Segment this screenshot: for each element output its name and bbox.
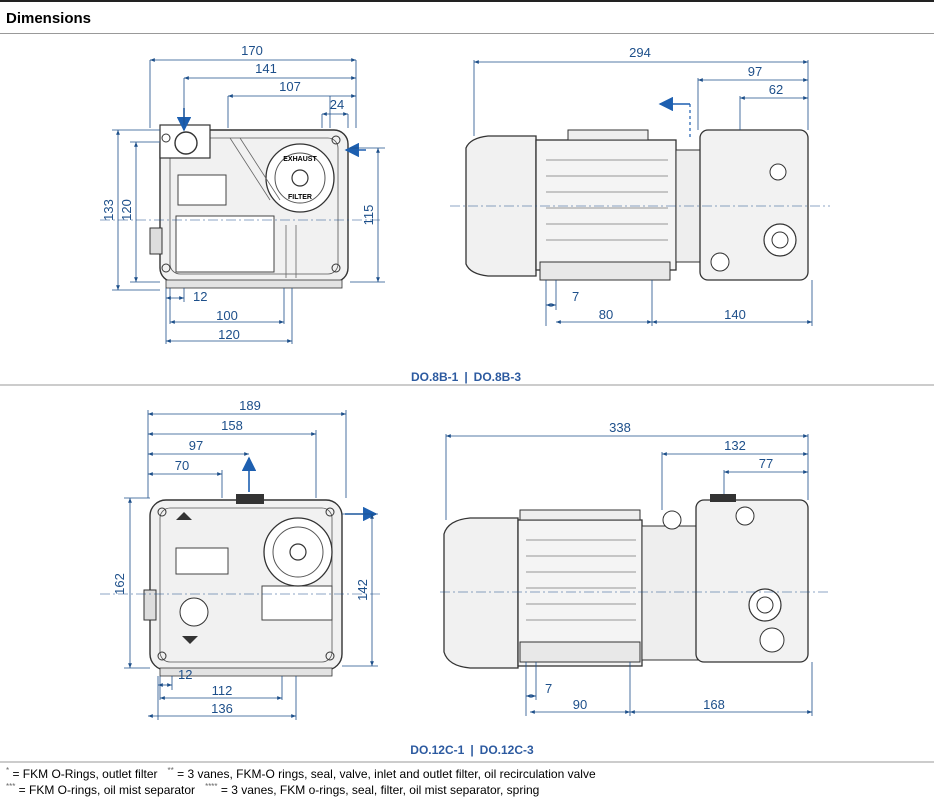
dim-12-12c: 12	[178, 667, 192, 682]
dim-12: 12	[193, 289, 207, 304]
dim-133: 133	[101, 199, 116, 221]
caption-12c: DO.12C-1|DO.12C-3	[410, 743, 534, 757]
dim-77: 77	[759, 456, 773, 471]
dim-158: 158	[221, 418, 243, 433]
footnote-mark-2: **	[167, 766, 174, 775]
dim-100: 100	[216, 308, 238, 323]
header-bar: Dimensions	[0, 0, 934, 34]
dim-97-front: 97	[189, 438, 203, 453]
dim-170: 170	[241, 43, 263, 58]
dim-338: 338	[609, 420, 631, 435]
dim-120-horizontal: 120	[218, 327, 240, 342]
dim-294: 294	[629, 45, 651, 60]
dim-90: 90	[573, 697, 587, 712]
footnote-text-2: = 3 vanes, FKM-O rings, seal, valve, inl…	[173, 767, 596, 781]
footnote-text-1: = FKM O-Rings, outlet filter	[9, 767, 158, 781]
dim-115: 115	[361, 205, 376, 226]
pump-front-view-8b: EXHAUST FILTER	[149, 124, 349, 289]
dim-132: 132	[724, 438, 746, 453]
caption-8b: DO.8B-1|DO.8B-3	[411, 370, 521, 384]
dim-136: 136	[211, 701, 233, 716]
dim-70: 70	[175, 458, 189, 473]
footnote-text-3: = FKM O-rings, oil mist separator	[15, 783, 196, 797]
footnote-mark-4: ****	[205, 782, 218, 791]
dim-112: 112	[212, 683, 233, 698]
dim-7: 7	[572, 289, 579, 304]
dim-142: 142	[355, 579, 370, 601]
dim-107: 107	[279, 79, 301, 94]
dim-189: 189	[239, 398, 261, 413]
footnote-text-4: = 3 vanes, FKM o-rings, seal, filter, oi…	[217, 783, 540, 797]
filter-label-bottom: FILTER	[288, 194, 312, 201]
pump-side-view-12c	[443, 494, 809, 669]
footnote-mark-3: ***	[6, 782, 16, 791]
dim-120-vertical: 120	[119, 199, 134, 221]
dim-168: 168	[703, 697, 725, 712]
pump-front-view-12c	[143, 494, 343, 677]
dim-7-12c: 7	[545, 681, 552, 696]
dim-162: 162	[112, 573, 127, 595]
dim-80: 80	[599, 307, 613, 322]
dim-97-side: 97	[748, 64, 762, 79]
footnote-mark-1: *	[6, 766, 10, 775]
footnote-line-1: * = FKM O-Rings, outlet filter ** = 3 va…	[6, 766, 596, 781]
filter-label-top: EXHAUST	[283, 156, 317, 163]
pump-side-view-8b	[465, 129, 809, 281]
dim-141: 141	[255, 61, 277, 76]
dim-62: 62	[769, 82, 783, 97]
footnote-line-2: *** = FKM O-rings, oil mist separator **…	[6, 782, 539, 797]
page-title: Dimensions	[6, 10, 92, 27]
dim-140: 140	[724, 307, 746, 322]
dim-24: 24	[330, 97, 344, 112]
